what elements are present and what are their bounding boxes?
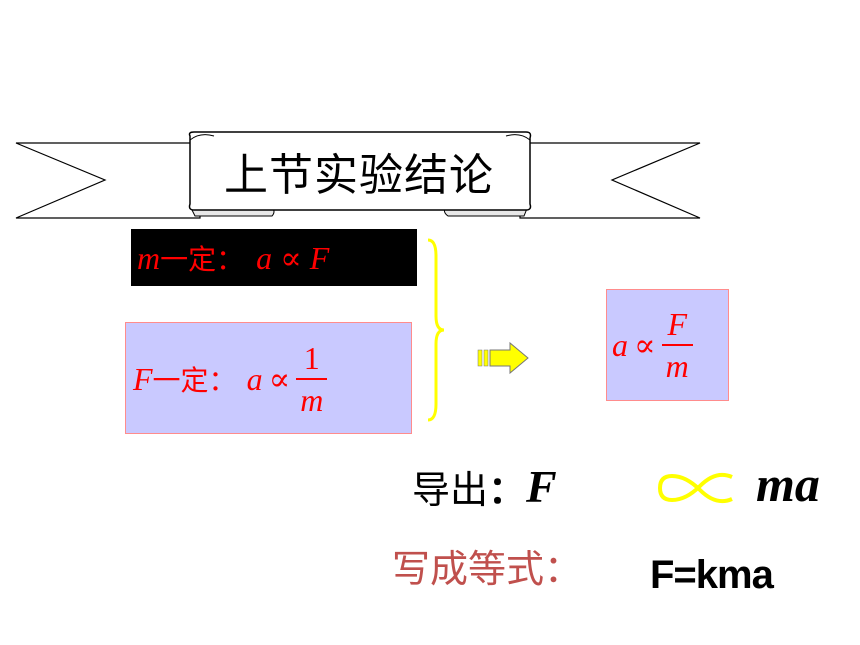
banner-title: 上节实验结论 [224, 150, 494, 201]
fraction-bar [661, 344, 693, 346]
condition-mass-box [131, 229, 417, 286]
derive-line: 导出 ： F [412, 460, 557, 512]
mass-acceleration-product: ma [756, 456, 820, 512]
proportional-sign: ∝ [634, 326, 656, 364]
proportional-sign-hidden: ∝ [690, 470, 691, 471]
fixed-label: 一定： [152, 364, 237, 397]
acceleration-variable: a [246, 360, 263, 397]
mass-variable: m [137, 239, 161, 276]
condition-force-box [125, 322, 412, 434]
equation-label: 写成等式： [392, 546, 583, 591]
proportional-sign: ∝ [268, 360, 291, 398]
force-variable: F [526, 460, 557, 512]
proportional-symbol-icon [657, 472, 733, 504]
ribbon-right-tail [519, 142, 701, 219]
ribbon-main [188, 131, 532, 211]
fraction-numerator: F [667, 306, 687, 342]
implies-arrow-icon [477, 341, 529, 375]
condition-mass-expression: m 一定： a ∝ F [137, 238, 329, 278]
equation-formula: F=kma [650, 552, 774, 597]
fraction-numerator: 1 [303, 340, 320, 376]
acceleration-variable: a [612, 326, 628, 363]
derive-label: 导出 [412, 467, 489, 512]
result-expression: a ∝ F m [612, 298, 693, 392]
fraction-bar [296, 378, 328, 380]
inverse-mass-fraction: 1 m [296, 340, 328, 418]
force-over-mass-fraction: F m [661, 306, 693, 384]
fraction-denominator: m [665, 348, 689, 384]
brace-symbol [427, 238, 445, 422]
ribbon-left-tail [15, 142, 201, 219]
fraction-denominator: m [300, 382, 324, 418]
condition-force-expression: F 一定： a ∝ 1 m [133, 334, 328, 424]
force-variable: F [309, 239, 330, 276]
acceleration-variable: a [256, 239, 273, 276]
force-variable: F [133, 360, 153, 397]
proportional-sign: ∝ [280, 239, 302, 277]
derive-colon: ： [488, 467, 527, 512]
fixed-label: 一定： [160, 243, 245, 276]
